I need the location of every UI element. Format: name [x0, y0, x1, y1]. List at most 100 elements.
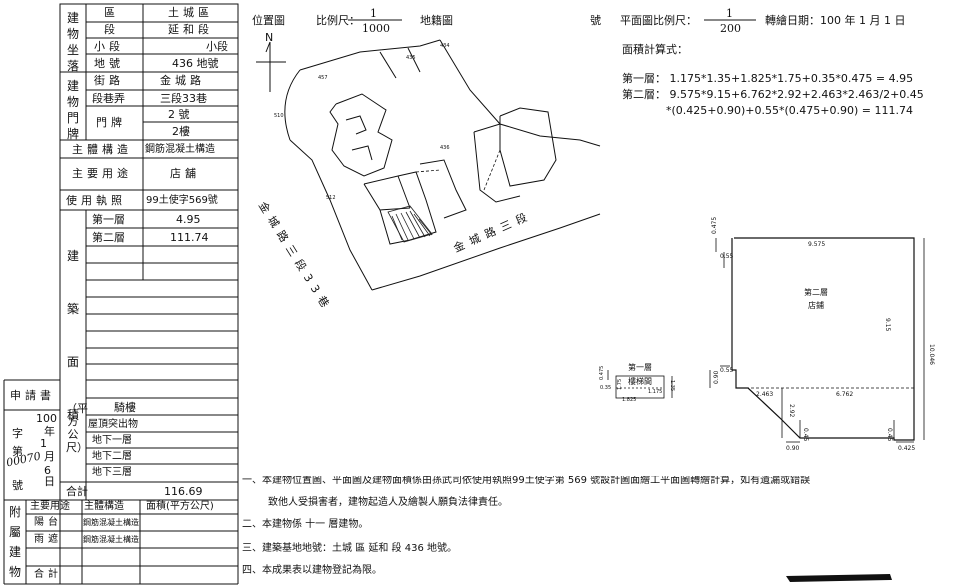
- parcel-510: 510: [274, 113, 284, 119]
- plan-scale-label: 平面圖比例尺：: [620, 14, 697, 27]
- app-hao: 號: [12, 479, 23, 492]
- annex-row-1-use: 陽台: [34, 517, 62, 528]
- label-location: 建物坐落: [66, 11, 79, 73]
- floor-2-value: 111.74: [170, 231, 209, 244]
- annex-row-2-structure: 鋼筋混凝土構造: [83, 535, 139, 544]
- main-use-label: 主要用途: [72, 167, 132, 180]
- dim-1f-c: 0.35: [600, 385, 612, 391]
- dim-right-total: 10.046: [928, 344, 935, 365]
- label-building-area: 建築面積: [66, 249, 79, 422]
- note-2: 二、本建物係 十一 層建物。: [242, 519, 369, 530]
- dim-bot-left: 0.90: [786, 445, 800, 452]
- annex-row-2-use: 雨遮: [34, 534, 62, 545]
- app-char: 字: [12, 427, 23, 440]
- dim-left-low: 0.90: [713, 370, 720, 384]
- app-no: 第: [12, 445, 23, 458]
- location-label-section: 段: [104, 23, 119, 36]
- row-roof: 屋頂突出物: [88, 419, 138, 430]
- annex-header-area: 面積(平方公尺): [146, 501, 214, 512]
- total-label: 合計: [66, 485, 88, 498]
- annex-total-label: 合計: [34, 569, 62, 580]
- map-scale-num: 1: [370, 7, 377, 20]
- dim-diag: 2.463: [756, 391, 774, 398]
- location-label-lot: 地號: [94, 57, 124, 70]
- plan-2f-room: 店鋪: [808, 301, 824, 310]
- calc-line-2: 第二層： 9.575*9.15+6.762*2.92+2.463*2.463/2…: [622, 88, 924, 101]
- calc-title: 面積計算式：: [622, 43, 688, 56]
- app-month: 1: [40, 437, 47, 450]
- app-month-unit: 月: [44, 450, 55, 463]
- map-scale-den: 1000: [362, 22, 390, 35]
- location-value-subsection: 小段: [206, 40, 228, 53]
- annex-header-use: 主要用途: [30, 501, 70, 512]
- plan-date: 轉繪日期：100 年 1 月 1 日: [765, 14, 906, 27]
- calc-line-3: *(0.425+0.90)+0.55*(0.475+0.90) = 111.74: [666, 104, 913, 117]
- annex-row-1-structure: 鋼筋混凝土構造: [83, 518, 139, 527]
- map-type: 地籍圖: [420, 14, 453, 27]
- plan-1f-title: 第一層: [628, 363, 652, 372]
- parcel-435: 435: [406, 55, 416, 61]
- plan-2f-title: 第二層: [804, 288, 828, 297]
- floor-2-label: 第二層: [92, 231, 125, 244]
- location-label-subsection: 小段: [94, 40, 124, 53]
- map-scale-label: 比例尺：: [316, 14, 360, 27]
- dim-v2: 0.45: [802, 428, 809, 442]
- parcel-436: 436: [440, 145, 450, 151]
- door-label-street: 街路: [94, 74, 124, 87]
- dim-1f-a: 0.475: [599, 365, 605, 380]
- location-value-district: 土城區: [168, 6, 213, 19]
- map-hao: 號: [590, 14, 601, 27]
- dim-left-top-b: 0.55: [720, 253, 734, 260]
- structure-label: 主體構造: [72, 143, 132, 156]
- structure-value: 鋼筋混凝土構造: [145, 144, 215, 155]
- door-value-lane: 三段33巷: [160, 92, 207, 105]
- map-title: 位置圖: [252, 14, 285, 27]
- app-day: 6: [44, 464, 51, 477]
- license-label: 使用執照: [66, 194, 126, 207]
- label-door: 建物門牌: [66, 79, 79, 141]
- label-applicant: 申請書: [10, 389, 55, 402]
- app-year-unit: 年: [44, 425, 55, 438]
- app-year: 100: [36, 412, 57, 425]
- annex-header-structure: 主體構造: [84, 501, 124, 512]
- row-arcade: 騎樓: [114, 401, 136, 414]
- north-label: N: [265, 31, 274, 44]
- note-1: 一、本建物位置圖、平面圖及建物面積係由孫武司依使用執照99土使字第 569 號設…: [242, 476, 811, 486]
- plan-1f-room: 樓梯間: [628, 377, 652, 386]
- floor-1-value: 4.95: [176, 213, 201, 226]
- parcel-434: 434: [440, 43, 450, 49]
- location-label-district: 區: [104, 6, 119, 19]
- door-label-number: 門牌: [96, 116, 126, 129]
- total-value: 116.69: [164, 485, 203, 498]
- dim-bot-right: 0.425: [898, 445, 916, 452]
- app-day-unit: 日: [44, 475, 55, 488]
- dim-top: 9.575: [808, 241, 826, 248]
- row-b3: 地下三層: [92, 467, 132, 478]
- row-b1: 地下一層: [92, 435, 132, 446]
- dim-left-top-a: 0.475: [711, 216, 718, 234]
- dim-v1: 2.92: [788, 404, 795, 418]
- note-3: 三、建築基地地號：土城 區 延和 段 436 地號。: [242, 543, 457, 554]
- location-value-section: 延和段: [168, 23, 213, 36]
- label-area-unit: （平方公尺）: [66, 402, 88, 454]
- plan-scale-den: 200: [720, 22, 741, 35]
- plan-scale-num: 1: [726, 7, 733, 20]
- door-value-number: 2 號: [168, 108, 190, 121]
- location-value-lot: 436 地號: [172, 57, 219, 70]
- dim-left-mid: 0.55: [720, 367, 734, 374]
- row-b2: 地下二層: [92, 451, 132, 462]
- calc-line-1: 第一層： 1.175*1.35+1.825*1.75+0.35*0.475 = …: [622, 72, 914, 85]
- label-annex: 附屬建物: [8, 505, 21, 579]
- door-label-lane: 段巷弄: [92, 92, 125, 105]
- note-1-cont: 致他人受損害者，建物起造人及繪製人願負法律責任。: [268, 497, 508, 508]
- dim-1f-b: 1.75: [617, 378, 623, 390]
- main-use-value: 店舖: [170, 167, 200, 180]
- dim-1f-d: 1.35: [669, 380, 675, 392]
- dim-right: 9.15: [884, 318, 891, 332]
- door-value-street: 金城路: [160, 74, 205, 87]
- parcel-457: 457: [318, 75, 328, 81]
- door-value-floor: 2樓: [172, 125, 190, 138]
- dim-v3: 0.45: [886, 428, 893, 442]
